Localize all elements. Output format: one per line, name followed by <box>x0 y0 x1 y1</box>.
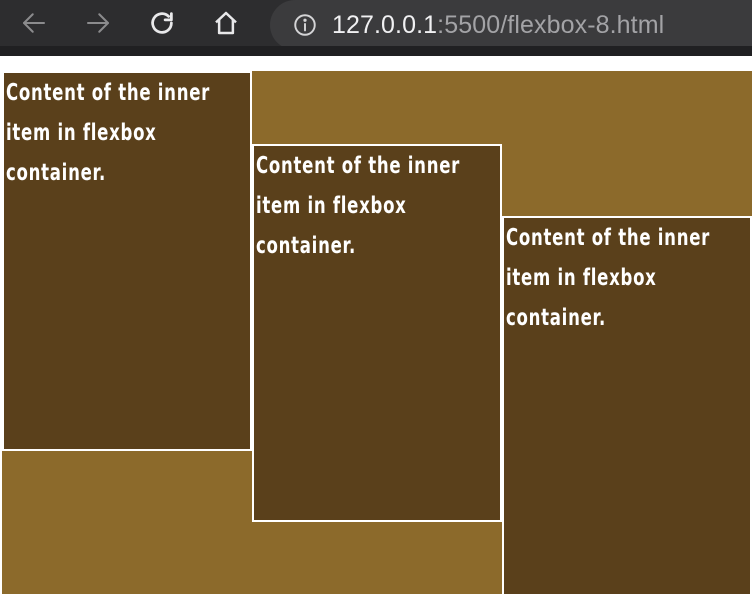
browser-toolbar: 127.0.0.1:5500/flexbox-8.html <box>0 0 752 50</box>
arrow-right-icon <box>87 13 109 33</box>
info-icon[interactable] <box>292 12 318 38</box>
flex-item-3: Content of the inner item in flexbox con… <box>502 216 752 594</box>
flexbox-container: Content of the inner item in flexbox con… <box>2 71 752 594</box>
home-button[interactable] <box>208 6 244 40</box>
flex-item-1: Content of the inner item in flexbox con… <box>2 71 252 451</box>
toolbar-divider <box>0 46 752 56</box>
flex-item-text: Content of the inner item in flexbox con… <box>256 153 461 259</box>
forward-button[interactable] <box>80 6 116 40</box>
flex-item-text: Content of the inner item in flexbox con… <box>6 80 211 186</box>
flex-item-text: Content of the inner item in flexbox con… <box>506 225 711 331</box>
arrow-left-icon <box>23 13 45 33</box>
reload-button[interactable] <box>144 6 180 40</box>
url-text[interactable]: 127.0.0.1:5500/flexbox-8.html <box>332 11 664 40</box>
reload-icon <box>151 12 173 34</box>
url-host: 127.0.0.1 <box>332 10 438 39</box>
page-viewport: Content of the inner item in flexbox con… <box>0 56 752 594</box>
flex-item-2: Content of the inner item in flexbox con… <box>252 144 502 522</box>
url-path: :5500/flexbox-8.html <box>437 10 665 39</box>
address-bar[interactable]: 127.0.0.1:5500/flexbox-8.html <box>270 0 752 50</box>
home-icon <box>215 11 237 35</box>
back-button[interactable] <box>16 6 52 40</box>
